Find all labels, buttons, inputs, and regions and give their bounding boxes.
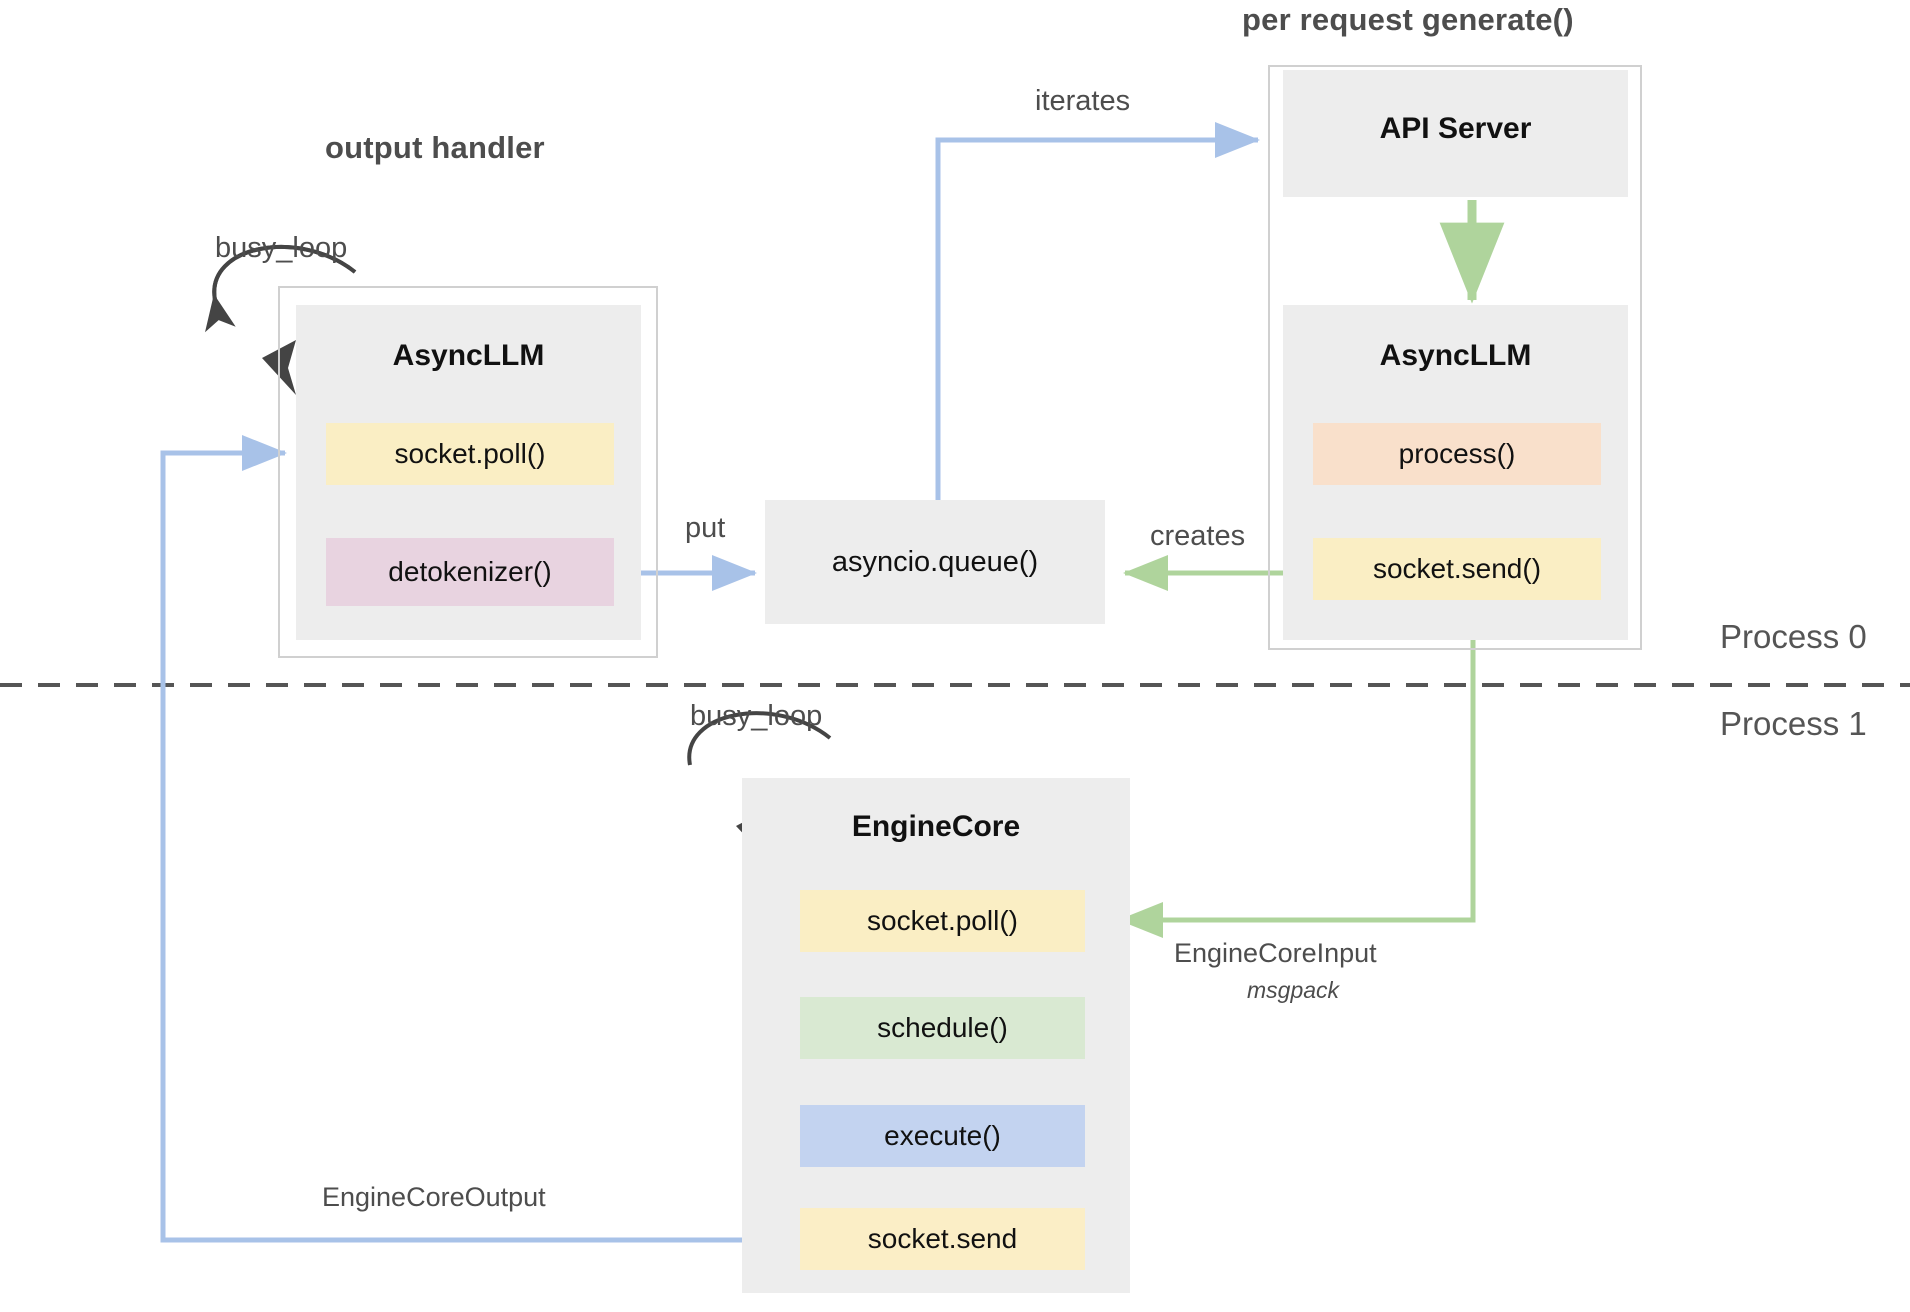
enginecoreinput-label: EngineCoreInput (1174, 938, 1377, 968)
iterates-label: iterates (1035, 85, 1131, 117)
enginecore-title: EngineCore (851, 810, 1021, 843)
asyncllm-per-request-title: AsyncLLM (1379, 339, 1532, 372)
enginecore-item-execute[interactable]: execute() (800, 1105, 1085, 1167)
asyncllm-oh-item-detokenizer[interactable]: detokenizer() (326, 538, 614, 606)
process-0-label: Process 0 (1720, 618, 1867, 655)
busy-loop-label-enginecore: busy_loop (690, 700, 823, 732)
busy-loop-label-asyncllm: busy_loop (215, 232, 348, 264)
api-server-title: API Server (1379, 112, 1532, 145)
output-handler-title: output handler (325, 130, 545, 165)
asyncllm-output-handler-title: AsyncLLM (392, 339, 545, 372)
output-handler-frame (278, 286, 658, 658)
asyncllm-pr-item-process[interactable]: process() (1313, 423, 1601, 485)
per-request-title: per request generate() (1242, 2, 1574, 37)
api-server-box: API Server (1283, 70, 1628, 197)
enginecore-item-socket-poll[interactable]: socket.poll() (800, 890, 1085, 952)
asyncllm-pr-item-socket-send[interactable]: socket.send() (1313, 538, 1601, 600)
put-label: put (685, 512, 726, 544)
asyncllm-oh-item-socket-poll[interactable]: socket.poll() (326, 423, 614, 485)
per-request-frame (1268, 65, 1642, 650)
iterates-arrow (935, 122, 1260, 500)
enginecoreoutput-label: EngineCoreOutput (322, 1182, 546, 1212)
enginecore-item-schedule[interactable]: schedule() (800, 997, 1085, 1059)
asyncio-queue-box[interactable]: asyncio.queue() (765, 500, 1105, 624)
enginecore-item-socket-send[interactable]: socket.send (800, 1208, 1085, 1270)
creates-label: creates (1150, 520, 1246, 552)
process-1-label: Process 1 (1720, 705, 1867, 742)
enginecoreinput-sublabel: msgpack (1247, 977, 1340, 1003)
